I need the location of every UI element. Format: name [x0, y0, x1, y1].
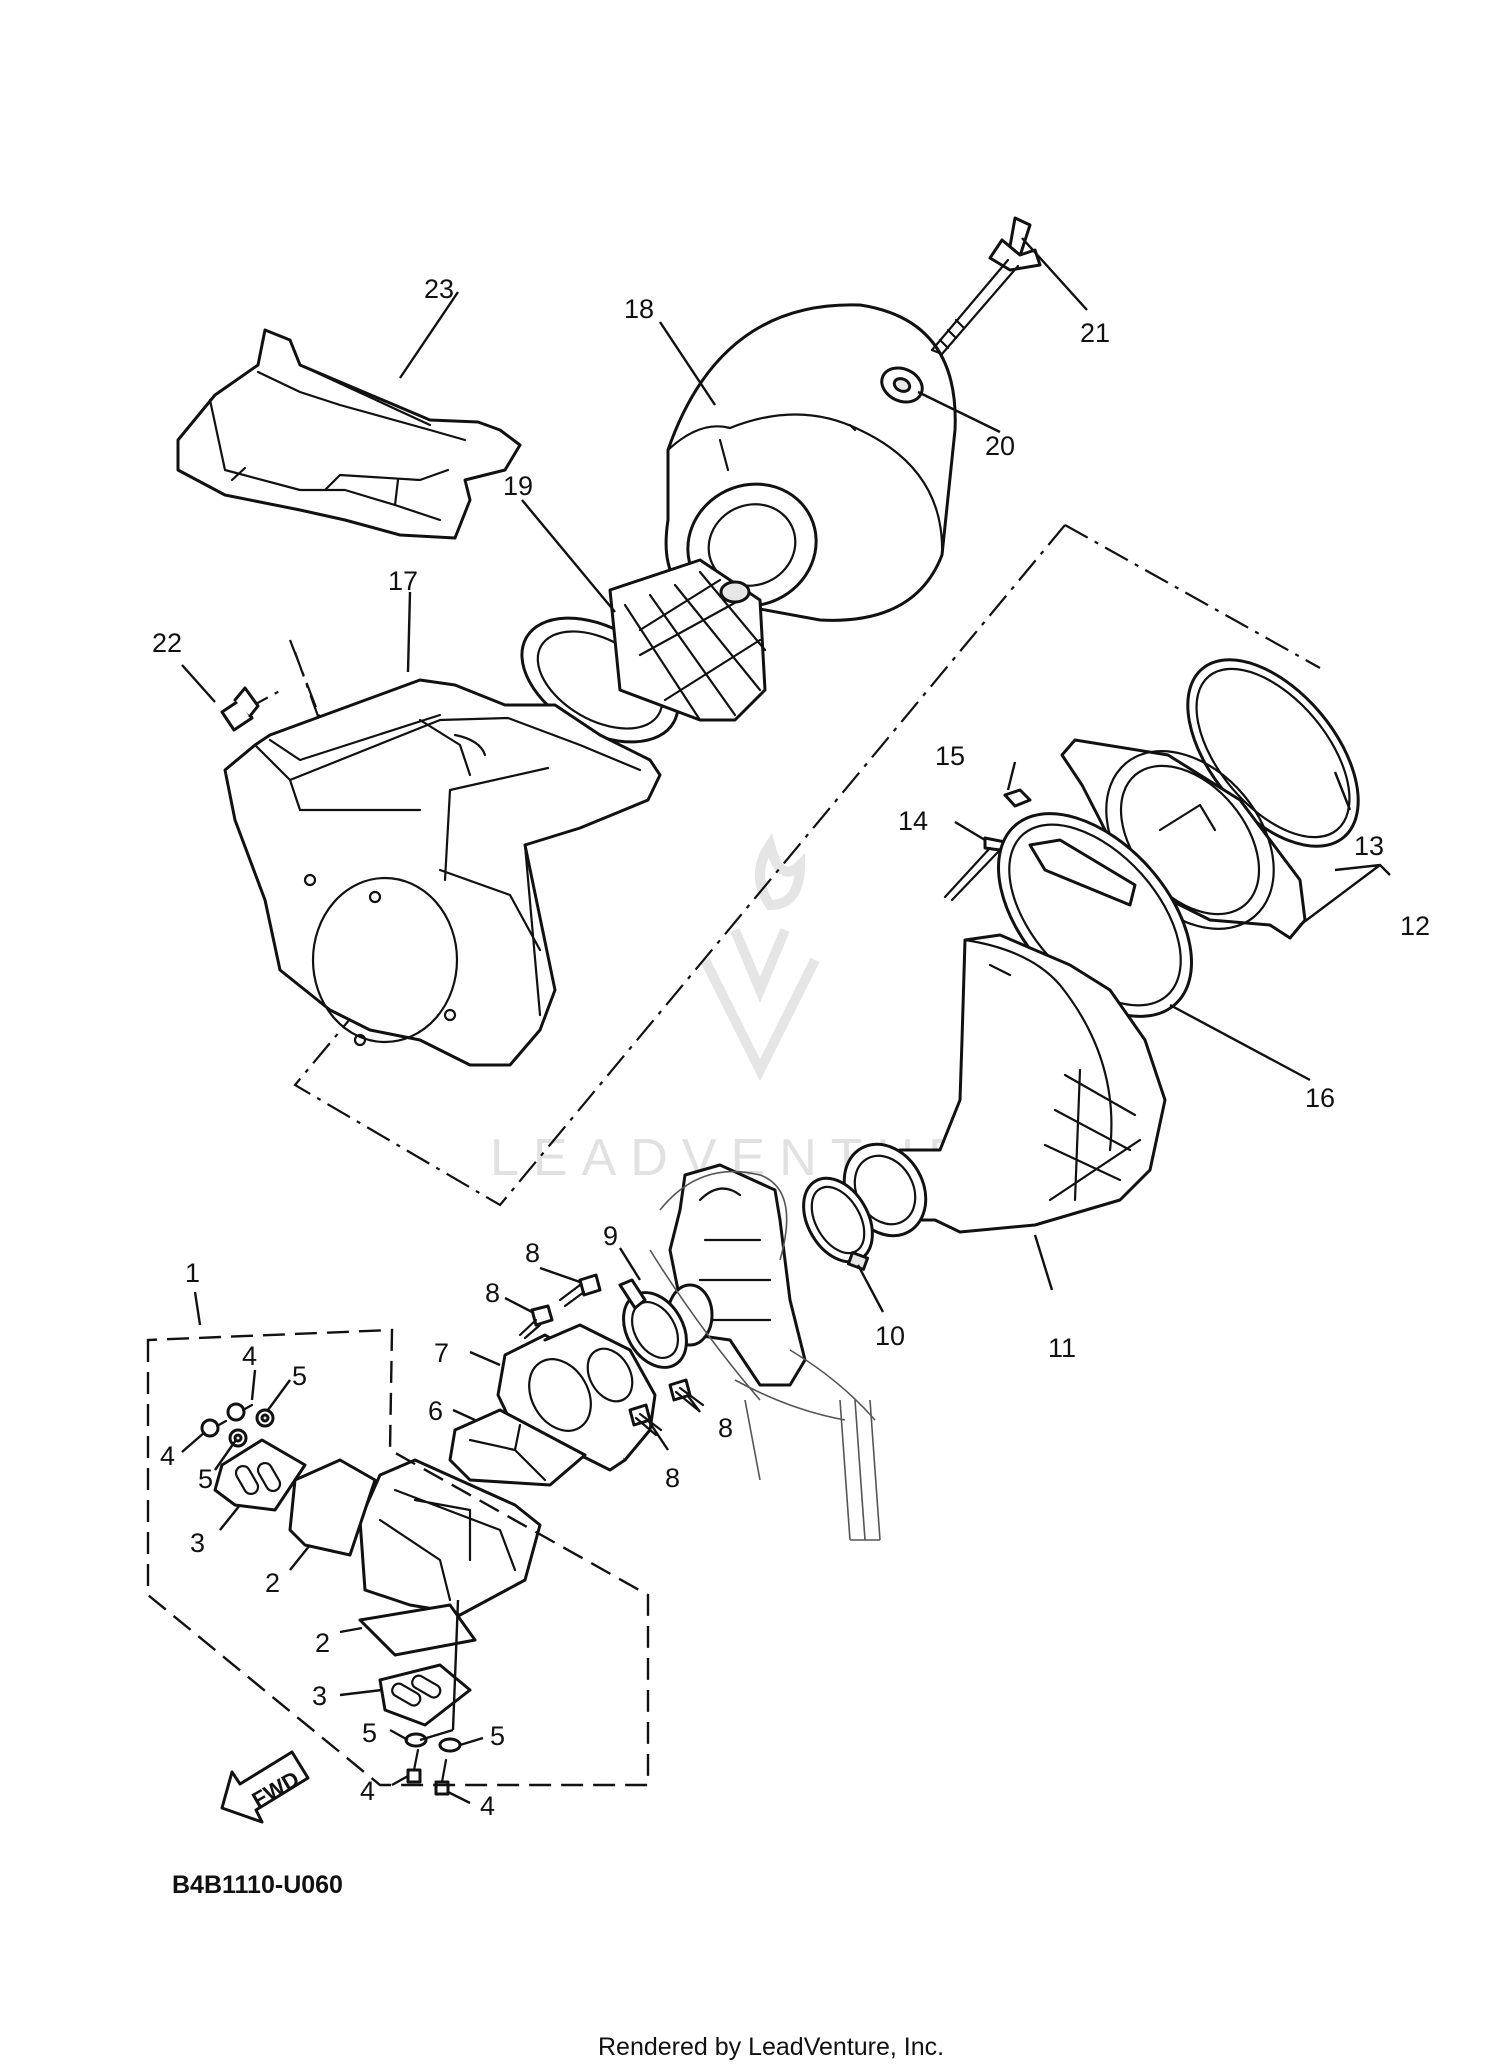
callout-2-b: 2: [315, 1628, 330, 1658]
callout-8-right: 8: [718, 1413, 733, 1443]
callout-labels: 23 18 21 20 19 17 22 15 14 13 12 16 11 1…: [152, 274, 1430, 1821]
part-5-washer-b: [228, 1428, 248, 1448]
part-10-hose-clamp: [802, 1176, 874, 1271]
part-3-reed-plate-upper: [213, 1438, 307, 1512]
part-14-rivet: [943, 836, 1007, 902]
part-4-screw-a: [226, 1402, 254, 1422]
callout-19: 19: [503, 471, 533, 501]
part-4-screw-b: [200, 1418, 228, 1438]
callout-8-bottom: 8: [665, 1463, 680, 1493]
part-23-airbox-cover: [176, 328, 522, 540]
callout-20: 20: [985, 431, 1015, 461]
part-21-wing-bolt: [930, 216, 1042, 356]
assembly-1-outline: [146, 1328, 650, 1787]
part-17-airbox-case: [223, 678, 662, 1067]
callout-22: 22: [152, 628, 182, 658]
part-8-bolt-bottom: [628, 1403, 663, 1437]
part-11-intake-duct: [842, 933, 1167, 1238]
callout-2-a: 2: [265, 1568, 280, 1598]
callout-5-c: 5: [362, 1718, 377, 1748]
part-6-reed-valve-stopper: [448, 1408, 587, 1487]
callout-14: 14: [898, 806, 928, 836]
rendered-by-footer: Rendered by LeadVenture, Inc.: [598, 2033, 944, 2061]
diagram-code: B4B1110-U060: [172, 1871, 343, 1899]
callout-4-b: 4: [160, 1441, 175, 1471]
fwd-arrow-icon: FWD: [220, 1750, 310, 1824]
callout-21: 21: [1080, 318, 1110, 348]
part-2-reed-lower: [358, 1603, 477, 1657]
callout-4-a: 4: [242, 1341, 257, 1371]
callout-12: 12: [1400, 911, 1430, 941]
carburetor-reference: [649, 1163, 881, 1541]
part-22-bolt: [220, 686, 260, 732]
part-4-screw-c: [406, 1748, 422, 1784]
callout-1: 1: [185, 1258, 200, 1288]
callout-3-a: 3: [190, 1528, 205, 1558]
part-5-washer-d: [438, 1737, 462, 1753]
callout-5-d: 5: [490, 1721, 505, 1751]
reed-valve-body: [358, 1458, 542, 1617]
part-2-reed-upper: [288, 1458, 377, 1557]
part-5-washer-a: [255, 1408, 275, 1428]
callout-17: 17: [388, 566, 418, 596]
callout-7: 7: [434, 1338, 449, 1368]
part-8-bolt-left: [518, 1304, 554, 1340]
callout-9: 9: [603, 1221, 618, 1251]
part-8-bolt-top: [558, 1273, 602, 1308]
callout-10: 10: [875, 1321, 905, 1351]
callout-15: 15: [935, 741, 965, 771]
leader-lines: [181, 237, 1391, 1805]
callout-13: 13: [1354, 831, 1384, 861]
part-9-clamp: [618, 1278, 688, 1369]
callout-8-left: 8: [485, 1278, 500, 1308]
callout-23: 23: [424, 274, 454, 304]
callout-4-c: 4: [360, 1776, 375, 1806]
part-3-reed-plate-lower: [378, 1663, 472, 1727]
callout-5-b: 5: [198, 1464, 213, 1494]
callout-18: 18: [624, 294, 654, 324]
part-8-bolt-right: [668, 1378, 705, 1412]
callout-4-d: 4: [480, 1791, 495, 1821]
callout-5-a: 5: [292, 1361, 307, 1391]
callout-6: 6: [428, 1396, 443, 1426]
part-7-intake-joint: [496, 1323, 657, 1472]
callout-16: 16: [1305, 1083, 1335, 1113]
part-15-clip: [1003, 788, 1032, 808]
callout-8-top: 8: [525, 1238, 540, 1268]
part-4-screw-d: [434, 1758, 450, 1796]
callout-11: 11: [1048, 1333, 1076, 1363]
callout-3-b: 3: [312, 1681, 327, 1711]
